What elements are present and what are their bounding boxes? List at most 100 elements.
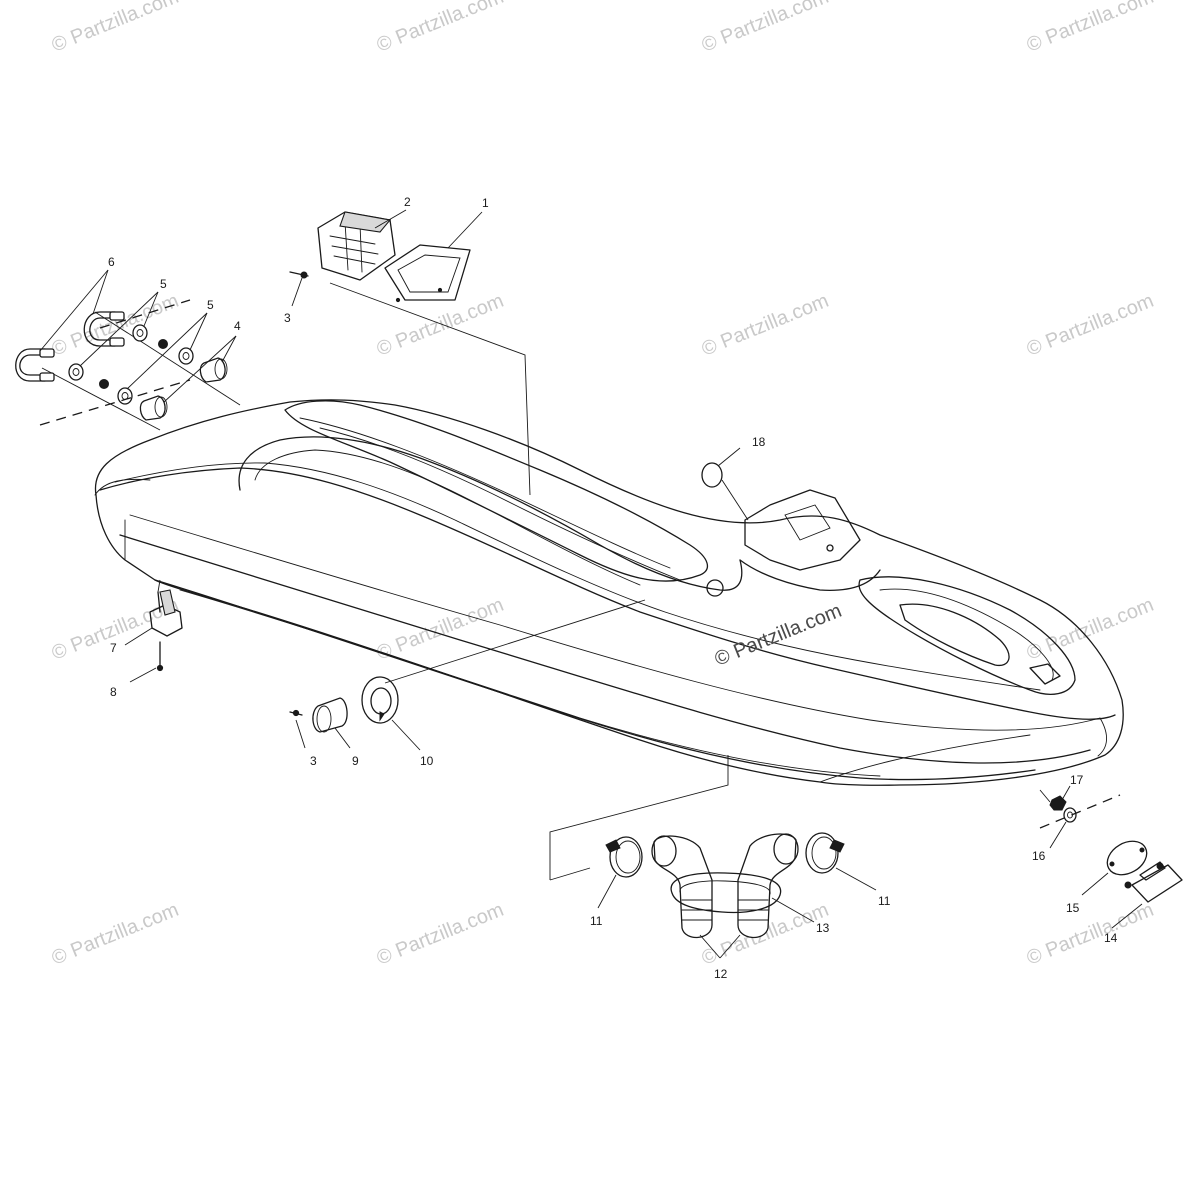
watermark-layer: © Partzilla.com © Partzilla.com © Partzi… xyxy=(49,0,1157,970)
leader-c3b xyxy=(295,719,306,749)
washer-hole xyxy=(72,368,80,376)
screw-head xyxy=(156,664,164,672)
gasket-hole xyxy=(1139,847,1145,853)
leader-c6b xyxy=(39,269,109,352)
part-1-intake-frame xyxy=(384,244,471,303)
leader-c18 xyxy=(717,447,741,467)
bow-hatch-inner xyxy=(879,588,1054,681)
clamp-band-inner xyxy=(811,836,837,870)
leader-18-to-tower xyxy=(721,479,749,521)
part-14-bracket xyxy=(1124,861,1183,903)
callout-12: 12 xyxy=(714,967,728,981)
part-18-o-ring xyxy=(701,462,723,488)
leader-c11a xyxy=(597,874,617,909)
bracket-plate xyxy=(1131,864,1183,903)
part-3-screw-top xyxy=(289,271,309,279)
hull-keel-inner xyxy=(179,589,881,777)
lock-washer xyxy=(158,339,168,349)
watermark: © Partzilla.com xyxy=(374,594,507,665)
u-bolt-outer xyxy=(83,311,116,347)
leader-c12a xyxy=(699,934,721,959)
leader-hardware-to-hull xyxy=(94,311,241,406)
elbow-right-mouth xyxy=(773,833,799,865)
intake-frame-screw xyxy=(395,297,401,303)
watermark: © Partzilla.com xyxy=(1024,594,1157,665)
leader-hardware-lower xyxy=(41,367,161,431)
gunwale-inner xyxy=(114,462,1041,691)
deck-channel xyxy=(284,400,709,582)
part-5-washers xyxy=(68,324,194,405)
u-bolt-thread xyxy=(39,372,55,382)
bow-hatch-well xyxy=(899,603,1010,667)
deck-channel-ridge-2 xyxy=(319,427,681,581)
elbow-right-ribs xyxy=(737,899,769,921)
clamp-band xyxy=(805,832,839,874)
leader-c15 xyxy=(1081,872,1109,896)
bezel-notch xyxy=(379,711,385,722)
part-2-intake-grate xyxy=(317,211,396,281)
washer xyxy=(178,347,194,365)
part-3-screw-side xyxy=(289,709,303,717)
clamp-band xyxy=(609,836,643,878)
footwell xyxy=(238,436,743,591)
screw-head xyxy=(292,709,300,717)
rear-deck-rail xyxy=(94,478,151,496)
leader-c17 xyxy=(1061,785,1071,801)
callout-8: 8 xyxy=(110,685,117,699)
callout-15: 15 xyxy=(1066,901,1080,915)
drain-plug-post xyxy=(157,591,161,613)
bow-eye xyxy=(1029,663,1061,685)
elbow-left-mouth xyxy=(651,835,677,867)
leader-c14 xyxy=(1111,903,1143,929)
tower-base xyxy=(739,559,881,591)
part-15-gasket xyxy=(1106,840,1148,876)
callout-18: 18 xyxy=(752,435,766,449)
u-bolt-thread xyxy=(109,311,125,321)
part-10-bezel xyxy=(361,676,399,724)
callout-1: 1 xyxy=(482,196,489,210)
intake-grate-shade xyxy=(339,211,392,233)
part-6-u-bolt-upper xyxy=(83,311,125,347)
callout-14: 14 xyxy=(1104,931,1118,945)
bezel-outer xyxy=(361,676,399,724)
strap-loop xyxy=(670,872,782,914)
part-11-clamp-right xyxy=(805,832,845,874)
u-bolt xyxy=(89,317,116,341)
leader-bow-hardware xyxy=(1039,789,1051,803)
side-thru-hole xyxy=(706,579,724,597)
leader-c4b xyxy=(163,335,237,403)
leader-c2 xyxy=(374,209,407,229)
strap-loop-inner xyxy=(679,880,771,895)
callout-2: 2 xyxy=(404,195,411,209)
gasket-hole xyxy=(1109,861,1115,867)
intake-frame xyxy=(384,244,471,301)
leader-12-13-tail xyxy=(549,867,591,881)
leader-c5b2 xyxy=(126,312,208,390)
leader-7-to-hull xyxy=(157,579,161,593)
hull xyxy=(94,399,1124,786)
clamp-screw xyxy=(829,839,845,853)
hull-chine-line xyxy=(129,514,1101,731)
part-6-u-bolt-lower xyxy=(15,348,55,382)
washer xyxy=(68,363,84,381)
bow-rail-line xyxy=(1097,717,1107,757)
part-8-screw xyxy=(156,641,164,672)
leader-c10 xyxy=(391,719,421,751)
u-bolt-thread xyxy=(109,337,125,347)
watermark-dark: © Partzilla.com xyxy=(712,600,845,671)
intake-grate-ribs xyxy=(329,221,379,273)
callout-11-left: 11 xyxy=(590,914,603,928)
washer xyxy=(132,324,148,342)
leader-12-13-to-hull xyxy=(549,755,729,880)
spacer-face xyxy=(154,396,168,418)
callout-9: 9 xyxy=(352,754,359,768)
screw-head xyxy=(300,271,308,279)
callout-13: 13 xyxy=(816,921,830,935)
watermark: © Partzilla.com xyxy=(699,0,832,57)
leader-c8 xyxy=(129,667,157,683)
part-11-clamp-left xyxy=(605,836,643,878)
spacer xyxy=(199,357,226,383)
callout-16: 16 xyxy=(1032,849,1046,863)
washer-hole xyxy=(182,352,190,360)
leader-c11b xyxy=(835,867,877,891)
